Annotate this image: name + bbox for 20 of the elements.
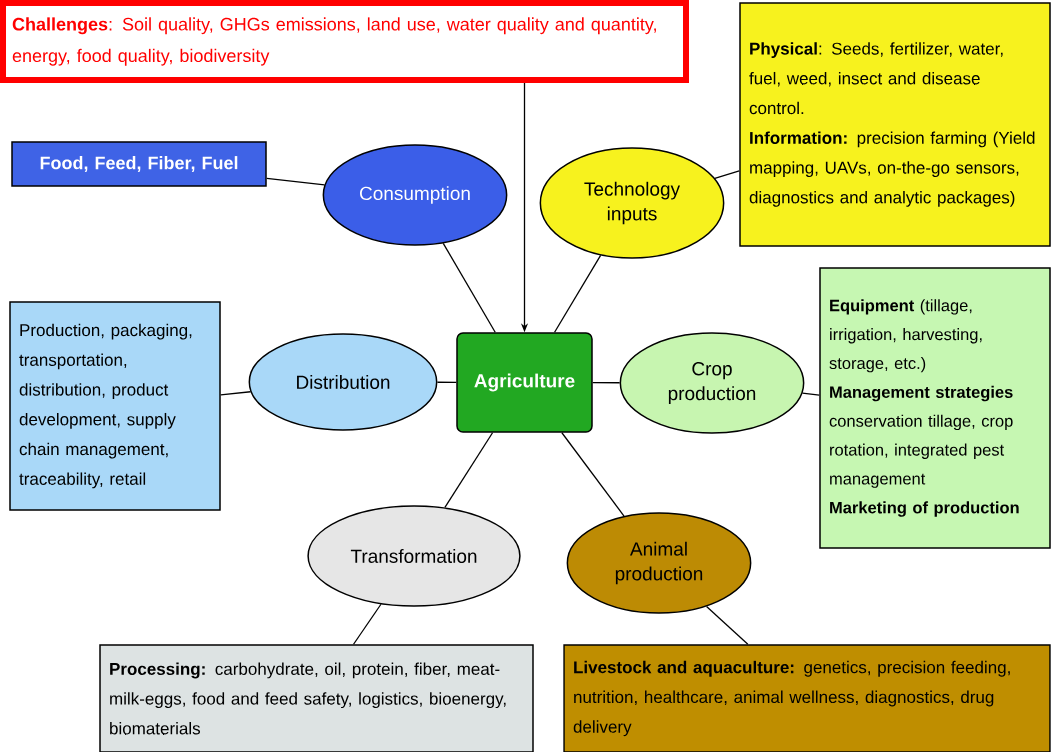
connector-line [436, 381, 457, 383]
description-box: Processing: carbohydrate, oil, protein, fiber, meat-milk-eggs, food and feed safety, logistics, bioenergy, biomaterials [99, 644, 534, 752]
output-box: Food, Feed, Fiber, Fuel [11, 141, 267, 187]
connector-line [352, 603, 382, 645]
center-box: Agriculture [456, 332, 593, 433]
description-box: Production, packaging, transportation, distribution, product development, supply chain management, traceability, retail [9, 301, 221, 511]
description-box: Physical: Seeds, fertilizer, water, fuel, weed, insect and disease control. Information: precision farming (Yield mapping, UAVs, on-the-go sensors, diagnostics and analytic packages) [739, 2, 1051, 247]
description-box: Livestock and aquaculture: genetics, precision feeding, nutrition, healthcare, animal wellness, diagnostics, drug delivery [563, 644, 1051, 752]
connector-line [553, 254, 602, 333]
connector-line [592, 382, 621, 384]
connector-line [801, 392, 820, 396]
connector-line [266, 177, 326, 186]
connector-line [442, 242, 496, 333]
connector-line [705, 605, 749, 645]
connector-line [561, 432, 625, 517]
connector-line [220, 391, 252, 396]
connector-line [714, 170, 740, 179]
challenges-box: Challenges: Soil quality, GHGs emissions, land use, water quality and quantity, energy, food quality, biodiversity [0, 0, 689, 83]
connector-line [444, 432, 494, 509]
description-box: Equipment (tillage, irrigation, harvesting, storage, etc.) Management strategies conservation tillage, crop rotation, integrated pest management Marketing of production [819, 267, 1051, 549]
